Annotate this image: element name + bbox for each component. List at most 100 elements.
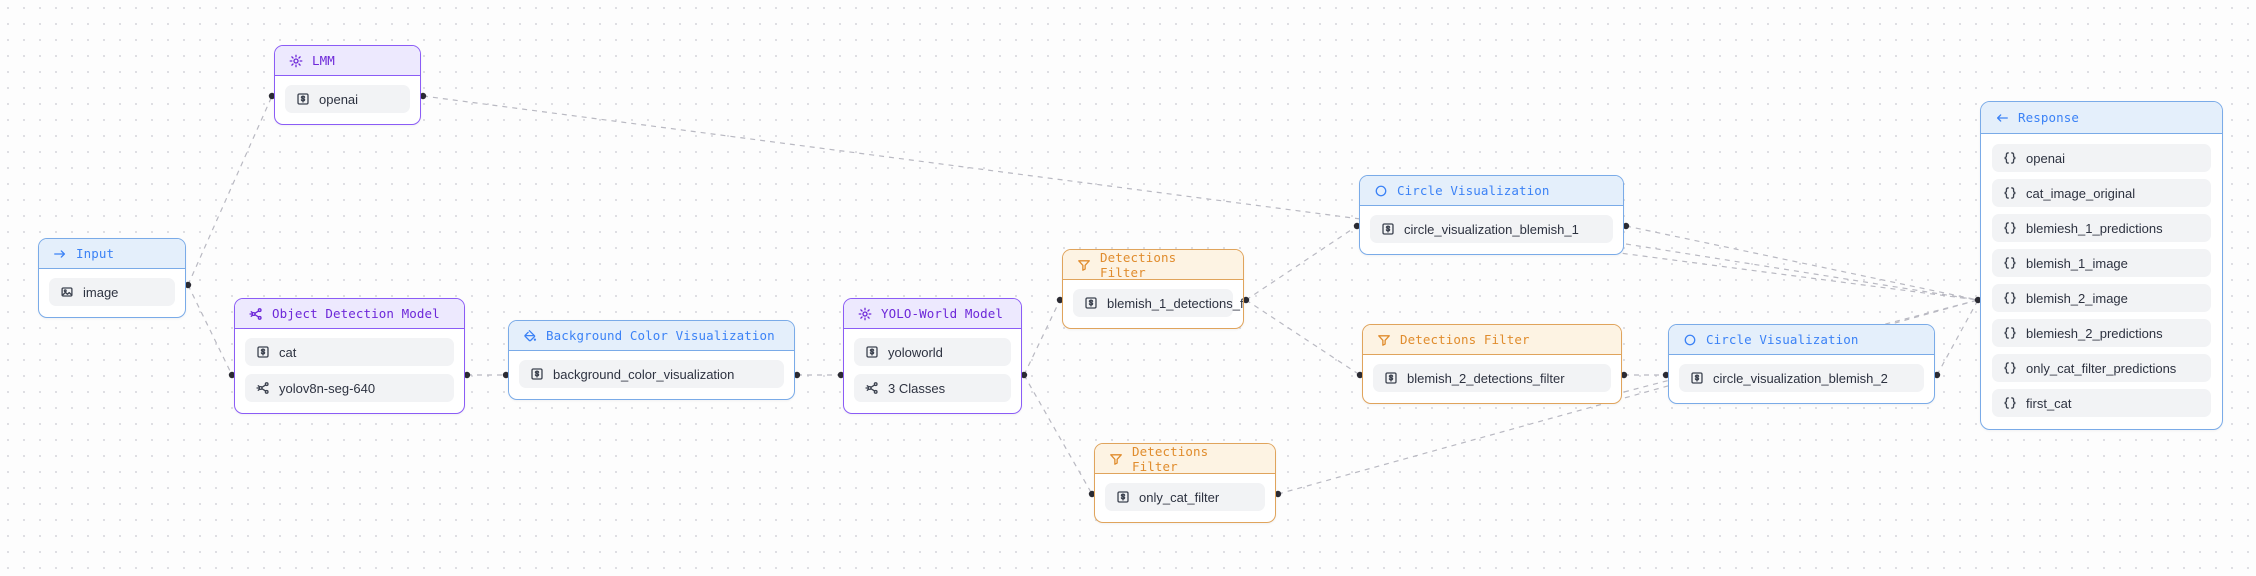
node-row-label: openai	[319, 91, 359, 107]
node-body: yoloworld 3 Classes	[844, 329, 1021, 413]
node-detections-filter-blemish-1[interactable]: Detections Filter blemish_1_detections_fi…	[1062, 249, 1244, 329]
node-detections-filter-blemish-2[interactable]: Detections Filter blemish_2_detections_fi…	[1362, 324, 1622, 404]
node-row[interactable]: yolov8n-seg-640	[245, 374, 454, 402]
node-header[interactable]: YOLO-World Model	[844, 299, 1021, 329]
node-row-label: yolov8n-seg-640	[279, 380, 376, 396]
node-row-label: blemish_1_detections_filter	[1107, 295, 1244, 311]
node-row[interactable]: blemiesh_1_predictions	[1992, 214, 2211, 242]
node-body: background_color_visualization	[509, 351, 794, 399]
dollar-box-icon	[296, 92, 310, 106]
node-row[interactable]: 3 Classes	[854, 374, 1011, 402]
node-row-label: blemish_1_image	[2026, 255, 2128, 271]
braces-icon	[2003, 291, 2017, 305]
node-circle-visualization-blemish-2[interactable]: Circle Visualization circle_visualization…	[1668, 324, 1935, 404]
edge	[1245, 299, 1361, 376]
dollar-box-icon	[1381, 222, 1395, 236]
node-row[interactable]: first_cat	[1992, 389, 2211, 417]
edge	[1625, 225, 1979, 301]
edge	[1625, 243, 1979, 301]
gear-icon	[289, 54, 303, 68]
braces-icon	[2003, 326, 2017, 340]
node-title: LMM	[312, 53, 335, 68]
node-row[interactable]: image	[49, 278, 175, 306]
node-header[interactable]: LMM	[275, 46, 420, 76]
node-row-label: cat_image_original	[2026, 185, 2136, 201]
node-row[interactable]: openai	[285, 85, 410, 113]
node-body: only_cat_filter	[1095, 474, 1275, 522]
arrow-right-icon	[53, 247, 67, 261]
edge	[1245, 225, 1358, 301]
node-body: openai	[275, 76, 420, 124]
node-body: circle_visualization_blemish_2	[1669, 355, 1934, 403]
node-title: Detections Filter	[1400, 332, 1530, 347]
node-row-label: openai	[2026, 150, 2066, 166]
dollar-box-icon	[1690, 371, 1704, 385]
node-header[interactable]: Object Detection Model	[235, 299, 464, 329]
edge	[1023, 299, 1061, 376]
edge	[187, 284, 233, 376]
node-row-label: blemiesh_1_predictions	[2026, 220, 2163, 236]
node-row[interactable]: only_cat_filter	[1105, 483, 1265, 511]
node-title: Detections Filter	[1132, 443, 1209, 474]
node-lmm[interactable]: LMM openai	[274, 45, 421, 125]
node-row-label: blemish_2_detections_filter	[1407, 370, 1565, 386]
node-row[interactable]: blemish_2_image	[1992, 284, 2211, 312]
node-header[interactable]: Circle Visualization	[1669, 325, 1934, 355]
node-row[interactable]: cat	[245, 338, 454, 366]
model-graph-icon	[249, 307, 263, 321]
braces-icon	[2003, 151, 2017, 165]
node-detections-filter-only-cat[interactable]: Detections Filter only_cat_filter	[1094, 443, 1276, 523]
node-row[interactable]: only_cat_filter_predictions	[1992, 354, 2211, 382]
node-body: blemish_2_detections_filter	[1363, 355, 1621, 403]
node-row[interactable]: blemish_1_detections_filter	[1073, 289, 1243, 317]
node-response[interactable]: Response openai cat_image_original blemiesh…	[1980, 101, 2223, 430]
node-row-label: blemiesh_2_predictions	[2026, 325, 2163, 341]
node-row[interactable]: yoloworld	[854, 338, 1011, 366]
node-body: blemish_1_detections_filter	[1063, 280, 1243, 328]
node-header[interactable]: Detections Filter	[1363, 325, 1621, 355]
dollar-box-icon	[1116, 490, 1130, 504]
node-body: circle_visualization_blemish_1	[1360, 206, 1623, 254]
node-background-color-visualization[interactable]: Background Color Visualization background…	[508, 320, 795, 400]
funnel-icon	[1377, 333, 1391, 347]
node-row[interactable]: circle_visualization_blemish_1	[1370, 215, 1613, 243]
image-icon	[60, 285, 74, 299]
circle-outline-icon	[1374, 184, 1388, 198]
node-header[interactable]: Detections Filter	[1063, 250, 1243, 280]
node-yolo-world-model[interactable]: YOLO-World Model yoloworld 3 Classes	[843, 298, 1022, 414]
node-title: Circle Visualization	[1706, 332, 1859, 347]
node-title: Detections Filter	[1100, 249, 1177, 280]
node-header[interactable]: Detections Filter	[1095, 444, 1275, 474]
node-row[interactable]: cat_image_original	[1992, 179, 2211, 207]
node-row[interactable]: openai	[1992, 144, 2211, 172]
node-circle-visualization-blemish-1[interactable]: Circle Visualization circle_visualization…	[1359, 175, 1624, 255]
paint-bucket-icon	[523, 329, 537, 343]
node-row-label: circle_visualization_blemish_2	[1713, 370, 1888, 386]
node-row[interactable]: background_color_visualization	[519, 360, 784, 388]
node-title: YOLO-World Model	[881, 306, 1004, 321]
node-header[interactable]: Circle Visualization	[1360, 176, 1623, 206]
node-row-label: blemish_2_image	[2026, 290, 2128, 306]
node-row[interactable]: circle_visualization_blemish_2	[1679, 364, 1924, 392]
dollar-box-icon	[530, 367, 544, 381]
node-row[interactable]: blemiesh_2_predictions	[1992, 319, 2211, 347]
model-graph-icon	[865, 381, 879, 395]
node-title: Circle Visualization	[1397, 183, 1550, 198]
node-row-label: 3 Classes	[888, 380, 946, 396]
node-header[interactable]: Response	[1981, 102, 2222, 134]
node-row[interactable]: blemish_1_image	[1992, 249, 2211, 277]
node-title: Input	[76, 246, 115, 261]
node-header[interactable]: Background Color Visualization	[509, 321, 794, 351]
node-header[interactable]: Input	[39, 239, 185, 269]
node-input[interactable]: Input image	[38, 238, 186, 318]
node-row[interactable]: blemish_2_detections_filter	[1373, 364, 1611, 392]
braces-icon	[2003, 396, 2017, 410]
braces-icon	[2003, 256, 2017, 270]
node-title: Object Detection Model	[272, 306, 440, 321]
node-row-label: cat	[279, 344, 297, 360]
node-row-label: only_cat_filter	[1139, 489, 1220, 505]
braces-icon	[2003, 361, 2017, 375]
node-object-detection-model[interactable]: Object Detection Model cat yolov8n-seg-640	[234, 298, 465, 414]
dollar-box-icon	[1084, 296, 1098, 310]
